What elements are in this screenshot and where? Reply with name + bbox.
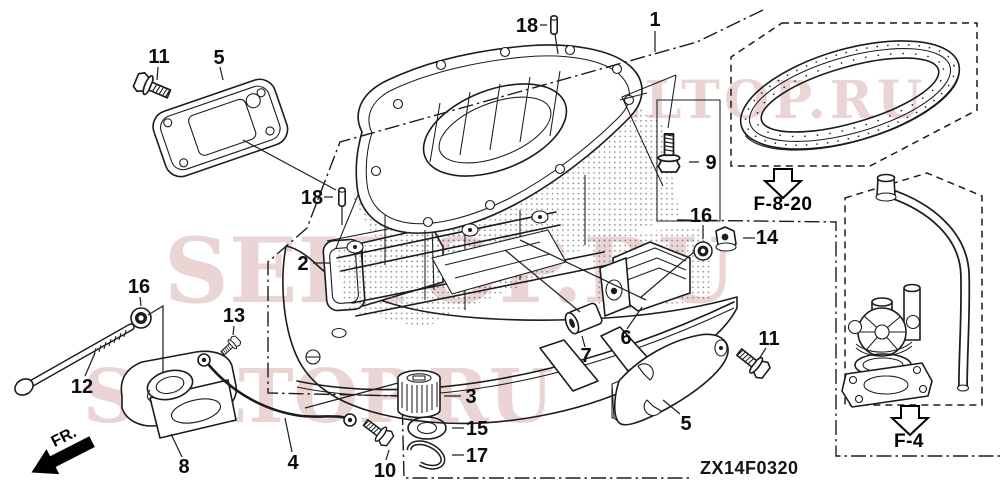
mount-bushing	[564, 302, 603, 335]
part-callout-5: 5	[213, 47, 224, 69]
side-cover-right	[611, 333, 729, 426]
part-callout-11: 11	[758, 328, 779, 350]
engine-under-case	[335, 44, 643, 310]
cap-nut-14	[715, 226, 737, 252]
dowel-pin-18-mid	[337, 187, 347, 207]
part-callout-16: 16	[690, 205, 712, 227]
flange-bolt-holes	[370, 44, 635, 228]
part-callout-4: 4	[287, 452, 299, 474]
snap-ring	[406, 440, 446, 470]
mount-bracket	[120, 350, 238, 439]
part-callout-15: 15	[466, 418, 488, 440]
part-callout-2: 2	[297, 253, 308, 275]
needle-bearing	[397, 369, 441, 419]
dowel-pin-18-top	[549, 15, 559, 36]
frame-ref-f-4: F-4	[894, 431, 924, 452]
part-callout-18: 18	[301, 187, 323, 209]
part-callout-13: 13	[223, 305, 245, 327]
part-callout-7: 7	[580, 345, 591, 367]
part-callout-3: 3	[465, 386, 476, 408]
diagram-code: ZX14F0320	[700, 458, 799, 478]
part-callout-10: 10	[374, 460, 396, 482]
part-callout-18: 18	[516, 15, 538, 37]
water-hose	[875, 173, 971, 392]
stay-cable	[197, 353, 357, 427]
part-callout-8: 8	[178, 456, 189, 478]
part-callout-6: 6	[620, 327, 631, 349]
part-callout-1: 1	[649, 9, 660, 31]
section-panel	[619, 74, 721, 222]
thrust-washer	[407, 416, 447, 440]
part-callout-9: 9	[705, 152, 716, 174]
water-pump-reference-box: F-4	[841, 172, 983, 452]
leader-lines	[84, 24, 767, 461]
flange-bolt-11-left	[131, 69, 174, 104]
part-callout-16: 16	[128, 276, 150, 298]
region-boundaries	[267, 9, 1000, 479]
frame-ref-f-8-20: F-8-20	[754, 194, 813, 215]
water-pump	[841, 283, 933, 408]
through-bolt-12	[14, 323, 135, 396]
part-callout-11: 11	[148, 46, 169, 68]
part-callout-14: 14	[756, 227, 779, 249]
part-callout-12: 12	[71, 376, 93, 398]
washer-grommet-16-right	[693, 241, 713, 261]
side-cover-left	[152, 78, 289, 178]
part-callout-5: 5	[680, 413, 691, 435]
part-callout-17: 17	[466, 445, 488, 467]
